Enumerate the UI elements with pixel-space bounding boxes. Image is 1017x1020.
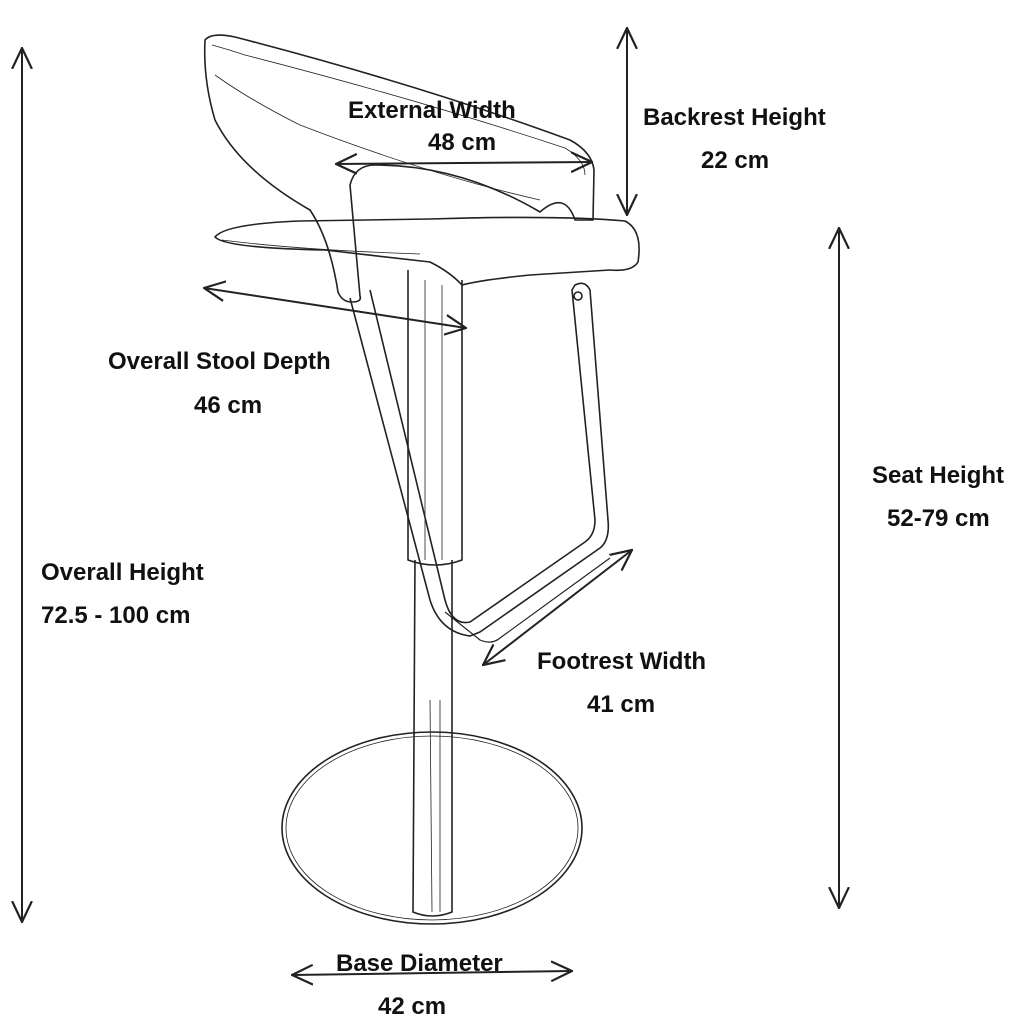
backrest-height-value: 22 cm [701,147,770,174]
base-plate [281,731,583,925]
base-diameter-value: 42 cm [378,993,447,1020]
seat-height-value: 52-79 cm [887,505,990,532]
external-width-value: 48 cm [428,129,497,156]
backrest [203,34,595,303]
stool-depth-arrow [204,288,466,328]
stool-drawing [203,34,640,925]
footrest-width-label: Footrest Width [537,648,707,675]
overall-height-value: 72.5 - 100 cm [41,602,191,629]
frame-bolt [573,291,583,301]
backrest-height-label: Backrest Height [643,104,826,131]
base-diameter-arrow [292,971,572,975]
column [412,559,453,917]
seat-cushion [214,216,640,286]
frame-arm [349,282,610,637]
footrest-width-arrow [483,550,632,665]
external-width-label: External Width [348,97,516,124]
stool-depth-label: Overall Stool Depth [108,348,331,375]
seat-height-label: Seat Height [872,462,1005,489]
footrest-width-value: 41 cm [587,691,656,718]
base-diameter-label: Base Diameter [336,950,503,977]
external-width-arrow [336,162,592,164]
stool-depth-value: 46 cm [194,392,263,419]
dimension-arrows [22,28,839,975]
gas-lift [407,270,463,566]
overall-height-label: Overall Height [41,559,204,586]
